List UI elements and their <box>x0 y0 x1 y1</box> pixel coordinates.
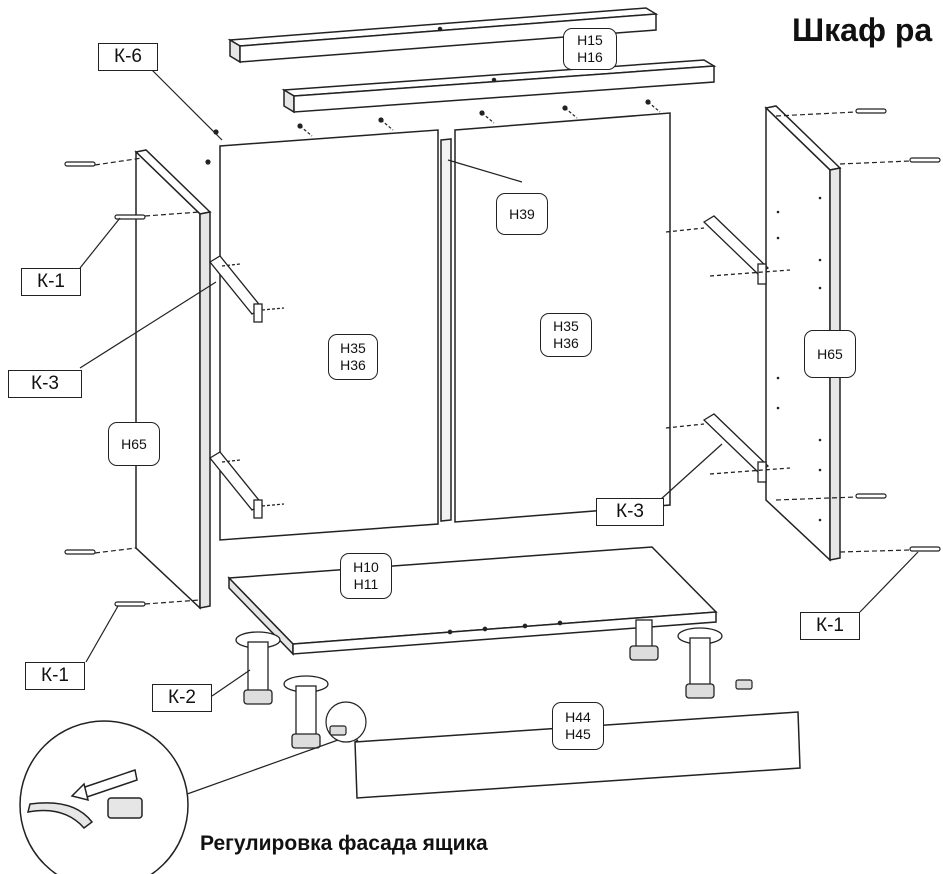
part-code: H35 <box>553 318 579 334</box>
right-side-holes <box>776 196 822 522</box>
part-code: H39 <box>509 205 535 222</box>
part-code: H16 <box>577 49 603 65</box>
divider-panel <box>440 138 452 522</box>
leader-lines <box>79 69 919 697</box>
part-plinth: H44 H45 <box>552 702 604 750</box>
part-code: H65 <box>121 435 147 452</box>
top-rail-upper <box>227 7 659 64</box>
part-code: H10 <box>353 559 379 575</box>
part-code: H36 <box>553 335 579 351</box>
detail-circle <box>19 720 189 874</box>
label-k3-right: К-3 <box>596 498 664 526</box>
k1-screws <box>64 108 941 607</box>
part-code: H36 <box>340 357 366 373</box>
part-code: H44 <box>565 709 591 725</box>
part-top-rails: H15 H16 <box>563 28 617 70</box>
label-k1-left-bottom: К-1 <box>25 662 85 690</box>
detail-caption: Регулировка фасада ящика <box>200 832 488 855</box>
part-code: H65 <box>817 345 843 362</box>
plinth-panel <box>354 711 801 799</box>
part-bottom: H10 H11 <box>340 553 392 599</box>
part-code: H45 <box>565 726 591 742</box>
legs <box>235 619 723 749</box>
part-right-door: H35 H36 <box>540 313 592 357</box>
label-k6: К-6 <box>98 43 158 71</box>
hinges-left <box>209 255 285 519</box>
label-k1-right: К-1 <box>800 612 860 640</box>
left-door-panel <box>219 129 439 541</box>
part-code: H11 <box>353 576 379 592</box>
right-side-panel <box>764 105 842 562</box>
top-rail-lower <box>281 59 717 114</box>
hinges-right <box>665 215 791 483</box>
left-side-panel <box>134 149 212 610</box>
part-code: H15 <box>577 32 603 48</box>
part-right-side: H65 <box>804 330 856 378</box>
part-code: H35 <box>340 340 366 356</box>
label-k1-left-top: К-1 <box>21 268 81 296</box>
label-k2: К-2 <box>152 684 212 712</box>
part-left-side: H65 <box>108 422 160 466</box>
top-screws <box>205 99 661 165</box>
part-divider: H39 <box>496 193 548 235</box>
clips <box>175 679 753 799</box>
label-k3-left: К-3 <box>8 370 82 398</box>
part-left-door: H35 H36 <box>328 334 378 380</box>
page-title: Шкаф ра <box>792 12 933 48</box>
